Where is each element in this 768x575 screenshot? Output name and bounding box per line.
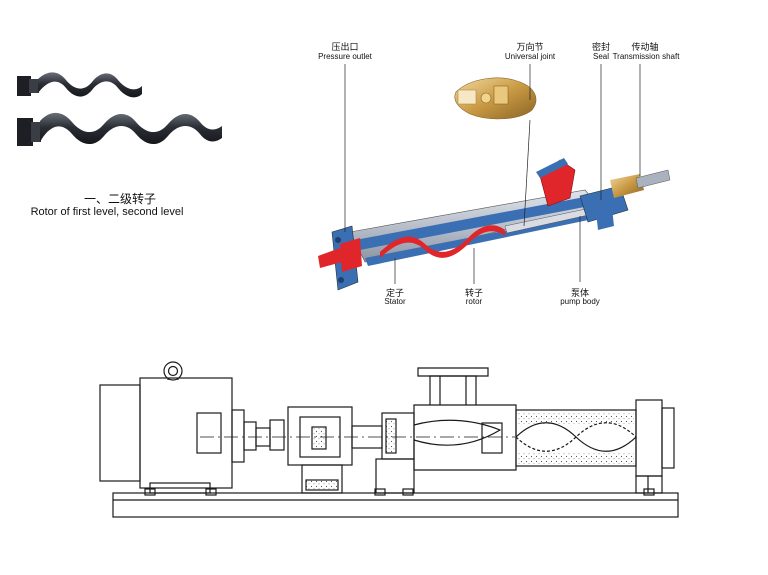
leader-lines bbox=[344, 64, 641, 284]
label-pump-body-cn: 泵体 bbox=[570, 288, 589, 298]
label-rotor-cn: 转子 bbox=[464, 288, 483, 298]
rotor-caption-cn: 一、二级转子 bbox=[83, 192, 156, 206]
label-pressure-outlet-cn: 压出口 bbox=[331, 42, 359, 52]
rotor-first-level bbox=[17, 72, 142, 98]
label-rotor-en: rotor bbox=[465, 297, 483, 306]
label-pump-body-en: pump body bbox=[560, 297, 600, 306]
pump-side-view-drawing bbox=[99, 361, 679, 518]
rotor-second-level bbox=[17, 112, 222, 146]
rotor-caption-en: Rotor of first level, second level bbox=[30, 206, 184, 218]
label-seal-cn: 密封 bbox=[591, 42, 610, 52]
label-universal-joint-en: Universal joint bbox=[504, 52, 556, 61]
label-transmission-shaft-en: Transmission shaft bbox=[612, 52, 680, 61]
label-seal-en: Seal bbox=[592, 52, 609, 61]
label-stator-en: Stator bbox=[384, 297, 406, 306]
label-universal-joint-cn: 万向节 bbox=[516, 42, 544, 52]
universal-joint-inset bbox=[454, 77, 537, 120]
pump-cutaway bbox=[318, 158, 671, 291]
label-transmission-shaft-cn: 传动轴 bbox=[631, 42, 659, 52]
label-stator-cn: 定子 bbox=[385, 288, 404, 298]
label-pressure-outlet-en: Pressure outlet bbox=[318, 52, 372, 61]
